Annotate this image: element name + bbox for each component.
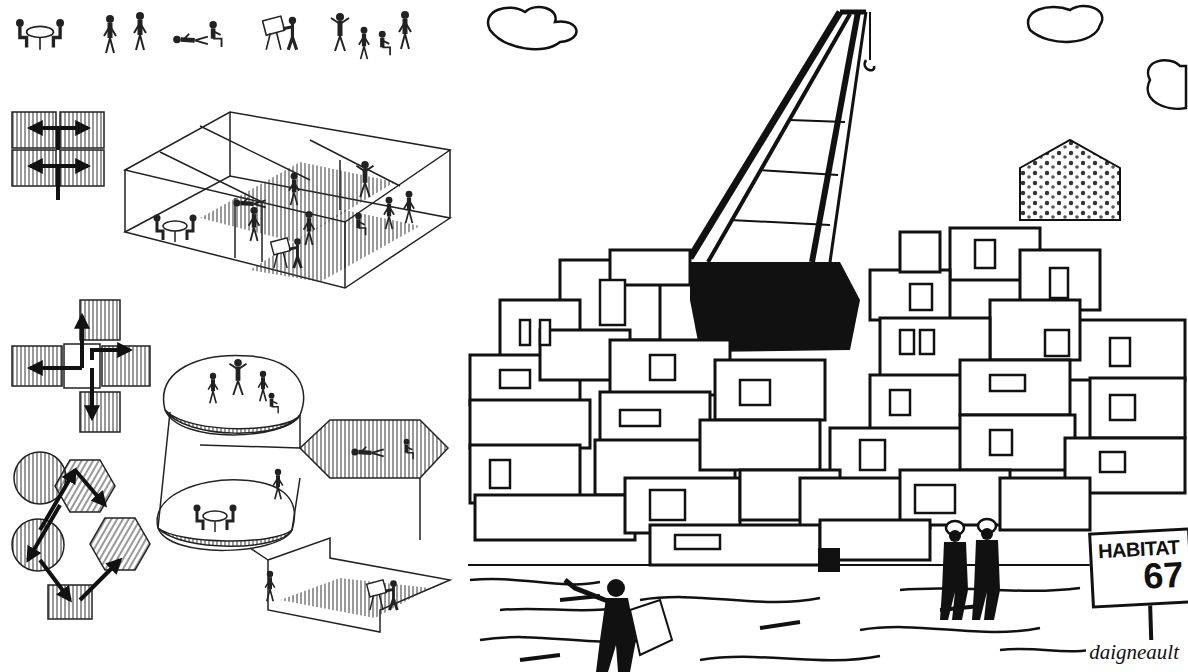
open-plan-people (154, 161, 415, 268)
ground (468, 565, 1188, 660)
sign-board: HABITAT67 (1088, 527, 1188, 608)
activity-row (16, 11, 411, 59)
bubble-spaces (157, 355, 450, 632)
cross-arrows (30, 316, 130, 418)
architect-figure (565, 579, 672, 672)
sign-number: 67 (1099, 557, 1185, 597)
panel-divider (462, 0, 468, 672)
stone-building (1020, 140, 1120, 220)
cross-plan (12, 300, 150, 432)
module-door (818, 548, 840, 572)
cell-arrows (28, 470, 120, 600)
open-plan-box (125, 112, 450, 288)
grid-arrows (30, 128, 88, 200)
cell-plan (12, 452, 150, 619)
bubble-people (194, 359, 414, 610)
housing-modules (470, 228, 1185, 565)
module-windows (490, 240, 1135, 549)
artist-signature: daigneault (1086, 640, 1182, 665)
workers-figures (940, 519, 1000, 620)
crane (690, 12, 874, 262)
